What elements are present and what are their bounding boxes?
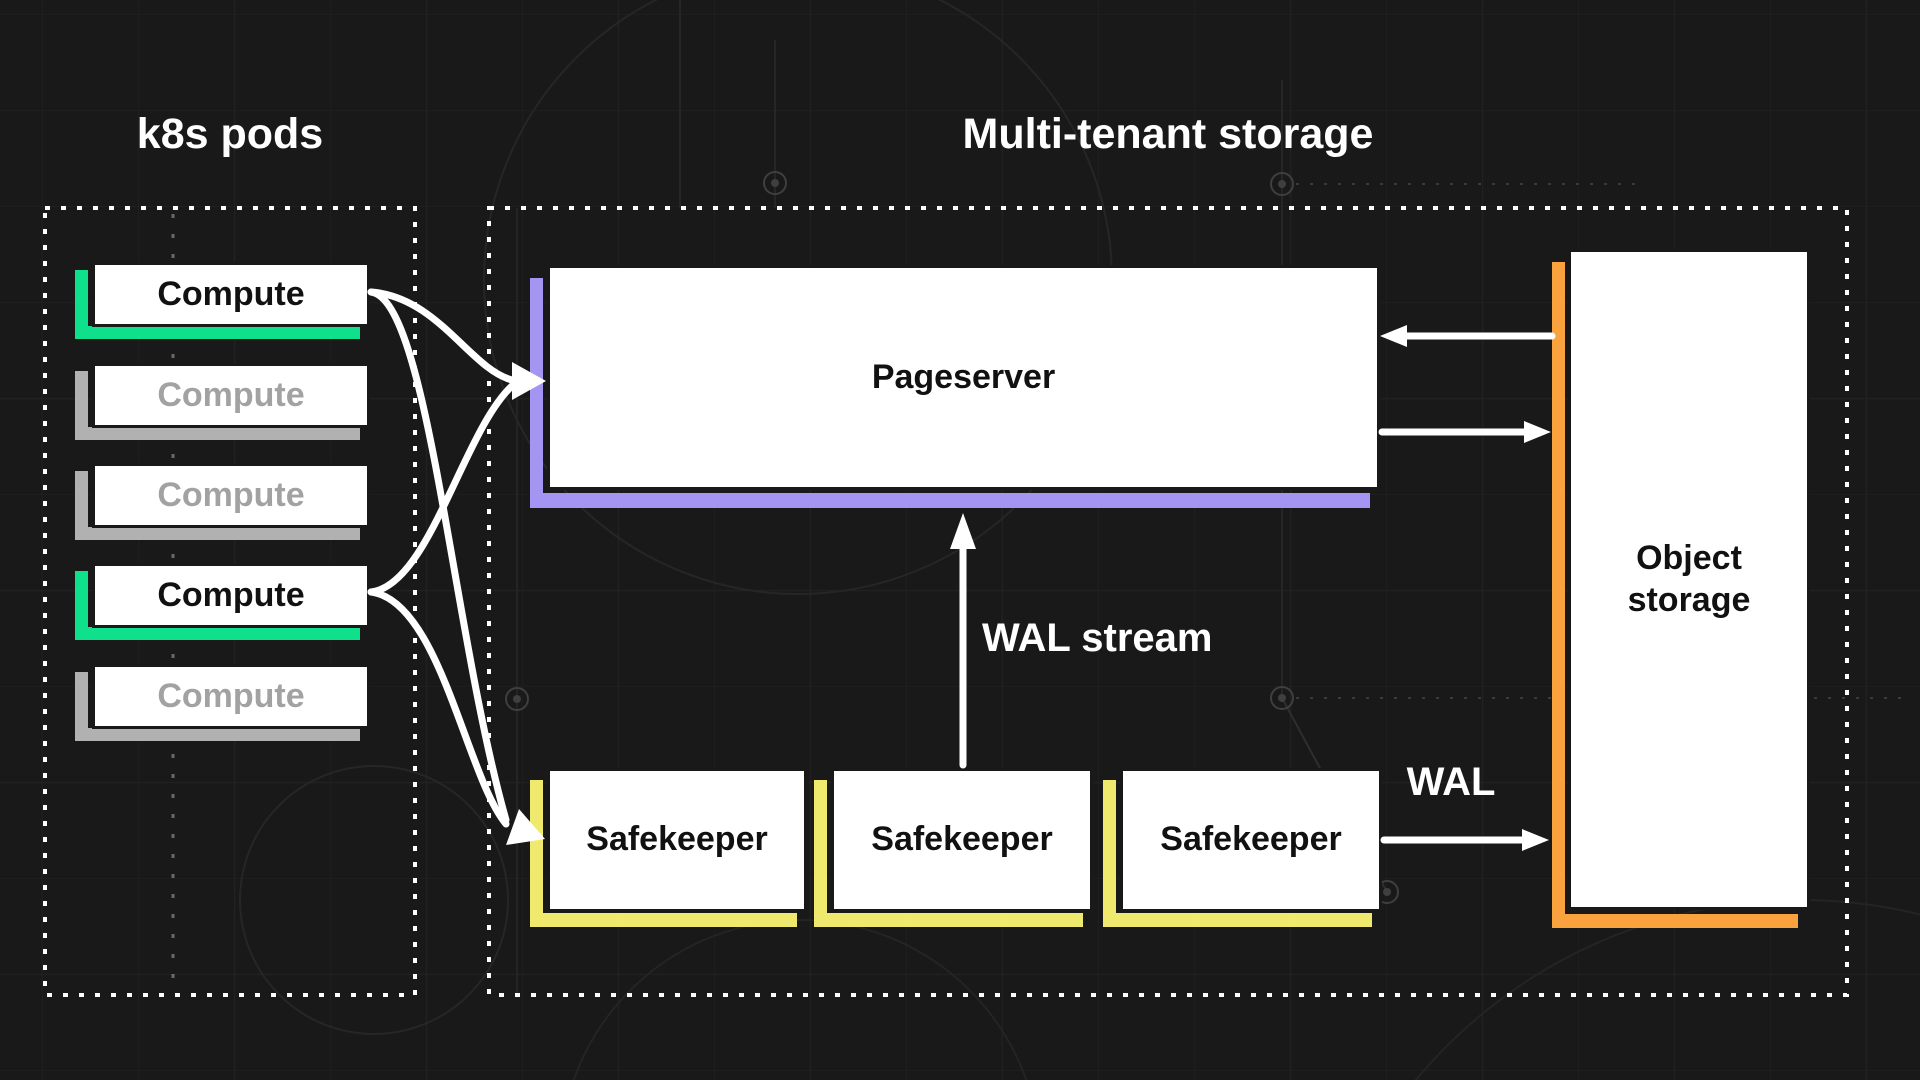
compute-accent-active (75, 571, 360, 640)
compute-accent-inactive (75, 471, 360, 540)
compute-node-2: Compute (75, 363, 370, 440)
decor-arc-bottom-center (572, 919, 1028, 1080)
compute-node-4: Compute (75, 563, 370, 640)
k8s-pods-group-border (43, 206, 417, 997)
compute-label: Compute (92, 363, 370, 428)
compute-label: Compute (92, 262, 370, 327)
wal-stream-label: WAL stream (982, 616, 1213, 660)
compute-node-3: Compute (75, 463, 370, 540)
safekeeper-label: Safekeeper (547, 768, 807, 912)
compute-accent-active (75, 270, 360, 339)
compute-node-1: Compute (75, 262, 370, 339)
wal-label: WAL (1406, 760, 1496, 804)
object-storage-node: Object storage (1552, 249, 1810, 928)
compute-node-5: Compute (75, 664, 370, 741)
k8s-pods-title: k8s pods (136, 110, 324, 158)
grid-node-ring (763, 171, 787, 195)
compute-label: Compute (92, 463, 370, 528)
safekeeper-label: Safekeeper (831, 768, 1093, 912)
safekeeper-label: Safekeeper (1120, 768, 1382, 912)
compute-label: Compute (92, 563, 370, 628)
object-storage-label: Object storage (1568, 249, 1810, 910)
compute-accent-inactive (75, 371, 360, 440)
safekeeper-node-2: Safekeeper (814, 768, 1093, 927)
grid-node-ring (1270, 172, 1294, 196)
safekeeper-node-3: Safekeeper (1103, 768, 1382, 927)
safekeeper-node-1: Safekeeper (530, 768, 807, 927)
pageserver-label: Pageserver (547, 265, 1380, 490)
decor-arc-center-left (239, 765, 509, 1035)
multi-tenant-storage-title: Multi-tenant storage (962, 110, 1374, 158)
grid-node-ring (1270, 686, 1294, 710)
object-storage-accent (1552, 262, 1798, 928)
compute-accent-inactive (75, 672, 360, 741)
safekeeper-accent (814, 780, 1083, 927)
safekeeper-accent (1103, 780, 1372, 927)
compute-label: Compute (92, 664, 370, 729)
pageserver-node: Pageserver (530, 265, 1380, 508)
